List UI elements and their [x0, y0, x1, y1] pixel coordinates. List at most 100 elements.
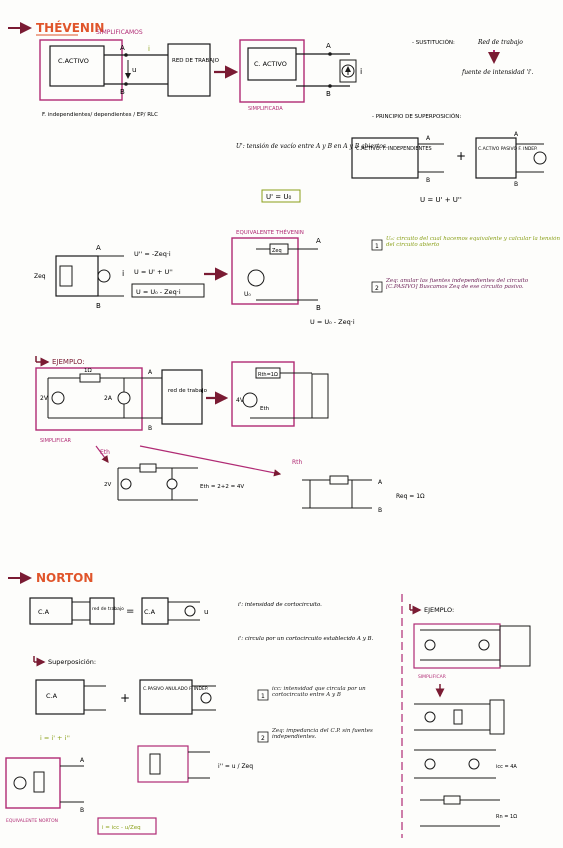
superposicion-label: - PRINCIPIO DE SUPERPOSICIÓN: — [372, 113, 461, 120]
req-label: Req = 1Ω — [396, 493, 425, 500]
svg-text:Eth: Eth — [100, 449, 110, 456]
sustitucion-text: Red de trabajo — [477, 39, 523, 46]
simplify-frame — [39, 39, 123, 101]
thevenin-title: THÉVENIN — [36, 20, 104, 35]
rn-label: Rn = 1Ω — [496, 814, 517, 820]
simplified-frame — [239, 39, 305, 103]
svg-text:C.A: C.A — [144, 608, 156, 616]
svg-text:B: B — [80, 807, 84, 814]
norton-title: NORTON — [36, 571, 93, 585]
eq-final: U = U₀ - Zeq·i — [136, 288, 181, 296]
sp-box2-label: C.ACTIVO PASIVO F. INDEP. — [478, 146, 538, 152]
svg-text:=: = — [126, 606, 134, 617]
norton-note2: Zeq: impedancia del C.P. sin fuentes ind… — [272, 728, 373, 740]
simplificada-label: SIMPLIFICADA — [248, 106, 283, 112]
svg-text:B: B — [426, 177, 430, 184]
norton-ejemplo-title: EJEMPLO: — [424, 606, 454, 614]
svg-text:C.A: C.A — [46, 692, 58, 700]
i-prime-def: i': intensidad de cortocircuito. — [238, 602, 322, 608]
u-prime-eq: U' = U₀ — [266, 193, 291, 201]
svg-text:Rth=1Ω: Rth=1Ω — [258, 372, 278, 378]
u-prime-box — [261, 189, 301, 203]
svg-text:+: + — [456, 149, 466, 163]
equiv-thevenin-label: EQUIVALENTE THÉVENIN — [236, 228, 304, 236]
norton-superposicion: Superposición: — [48, 658, 96, 666]
svg-text:A: A — [514, 131, 519, 138]
simplificar-label: SIMPLIFICAR — [40, 438, 72, 444]
eth-calc: Eth = 2+2 = 4V — [200, 484, 244, 490]
eq-u: U = U' + U'' — [134, 268, 173, 276]
svg-text:1Ω: 1Ω — [84, 368, 92, 374]
i-def: i': circula por un cortocircuito estable… — [238, 636, 374, 642]
equiv-norton-label: EQUIVALENTE NORTON — [6, 818, 58, 824]
svg-text:2A: 2A — [104, 395, 113, 402]
icc-label: icc = 4A — [496, 764, 517, 770]
i-formula: i = i' + i'' — [40, 734, 70, 742]
label-u: u — [132, 66, 136, 74]
icc-frac: i = icc - u/Zeq — [102, 825, 141, 831]
eq-final2: U = U₀ - Zeq·i — [310, 318, 355, 326]
svg-text:Zeq: Zeq — [272, 248, 282, 254]
svg-text:2V: 2V — [40, 395, 49, 402]
u0-label: U₀ — [244, 291, 251, 298]
sustitucion-label: - SUSTITUCIÓN: — [412, 39, 455, 46]
red-label: RED DE TRABAJO — [172, 58, 220, 64]
thevenin-section: THÉVENIN SIMPLIFICAMOS C.ACTIVO A B u i … — [8, 20, 560, 326]
eq-u2: U'' = -Zeq·i — [134, 250, 171, 258]
node-a — [124, 53, 128, 57]
svg-text:B: B — [316, 304, 321, 312]
sp-formula: U = U' + U'' — [420, 196, 462, 204]
note2: Zeq: anular las fuentes independientes d… — [386, 278, 529, 290]
c-activo2-label: C. ACTIVO — [254, 60, 287, 68]
svg-text:2: 2 — [375, 285, 379, 292]
i-frac: i'' = u / Zeq — [218, 763, 253, 770]
simplificamos-label: SIMPLIFICAMOS — [96, 29, 143, 36]
svg-text:A: A — [426, 135, 431, 142]
norton-section: NORTON C.A red de trabajo = C.A u i': in… — [5, 571, 531, 838]
c-activo-label: C.ACTIVO — [58, 57, 89, 65]
label-i: i — [148, 45, 150, 53]
c-activo-box — [49, 45, 105, 87]
current-source-icon — [341, 64, 355, 78]
svg-text:red de trabajo: red de trabajo — [168, 388, 208, 394]
zeq-label: Zeq — [34, 273, 46, 280]
svg-text:2: 2 — [261, 735, 265, 742]
svg-text:B: B — [148, 425, 152, 432]
svg-text:C.A: C.A — [38, 608, 50, 616]
svg-text:red de trabajo: red de trabajo — [92, 606, 124, 612]
fuente-text: fuente de intensidad 'i'. — [461, 69, 534, 76]
svg-text:B: B — [96, 302, 101, 310]
svg-text:A: A — [148, 369, 153, 376]
sp-box1-label: C.ACTIVO. F. INDEPENDIENTES — [356, 146, 432, 152]
norton-note1: icc: intensidad que circula por un corto… — [272, 686, 366, 698]
u-prime-def: U': tensión de vacío entre A y B en A y … — [236, 143, 388, 150]
svg-text:B: B — [514, 181, 518, 188]
svg-text:A: A — [80, 757, 85, 764]
ejemplo1-title: EJEMPLO: — [52, 358, 85, 366]
ejemplo1-section: EJEMPLO: 1Ω 2V 2A A B red de trabajo SIMP… — [35, 356, 425, 514]
svg-text:B: B — [326, 90, 331, 98]
svg-text:A: A — [96, 244, 101, 252]
svg-text:1: 1 — [375, 243, 379, 250]
svg-text:B: B — [378, 507, 382, 514]
svg-text:+: + — [120, 691, 130, 705]
svg-text:C.PASIVO ANULADO F. INDEP.: C.PASIVO ANULADO F. INDEP. — [143, 686, 208, 692]
svg-text:A: A — [326, 42, 331, 50]
svg-text:A: A — [316, 237, 321, 245]
svg-text:i: i — [122, 269, 124, 278]
svg-text:i: i — [360, 67, 362, 76]
svg-text:2V: 2V — [104, 482, 111, 488]
svg-text:Eth: Eth — [260, 406, 270, 412]
node-b — [124, 82, 128, 86]
f-note: F. independientes/ dependientes / EP/ RL… — [42, 112, 158, 118]
svg-text:Rth: Rth — [292, 459, 303, 466]
svg-text:A: A — [378, 479, 383, 486]
svg-text:1: 1 — [261, 693, 265, 700]
svg-text:4V: 4V — [236, 397, 245, 404]
svg-text:u: u — [204, 608, 208, 616]
label-b: B — [120, 88, 125, 96]
red-trabajo-box — [167, 43, 211, 97]
note1: U₀: circuito del cual hacemos equivalent… — [386, 236, 560, 248]
